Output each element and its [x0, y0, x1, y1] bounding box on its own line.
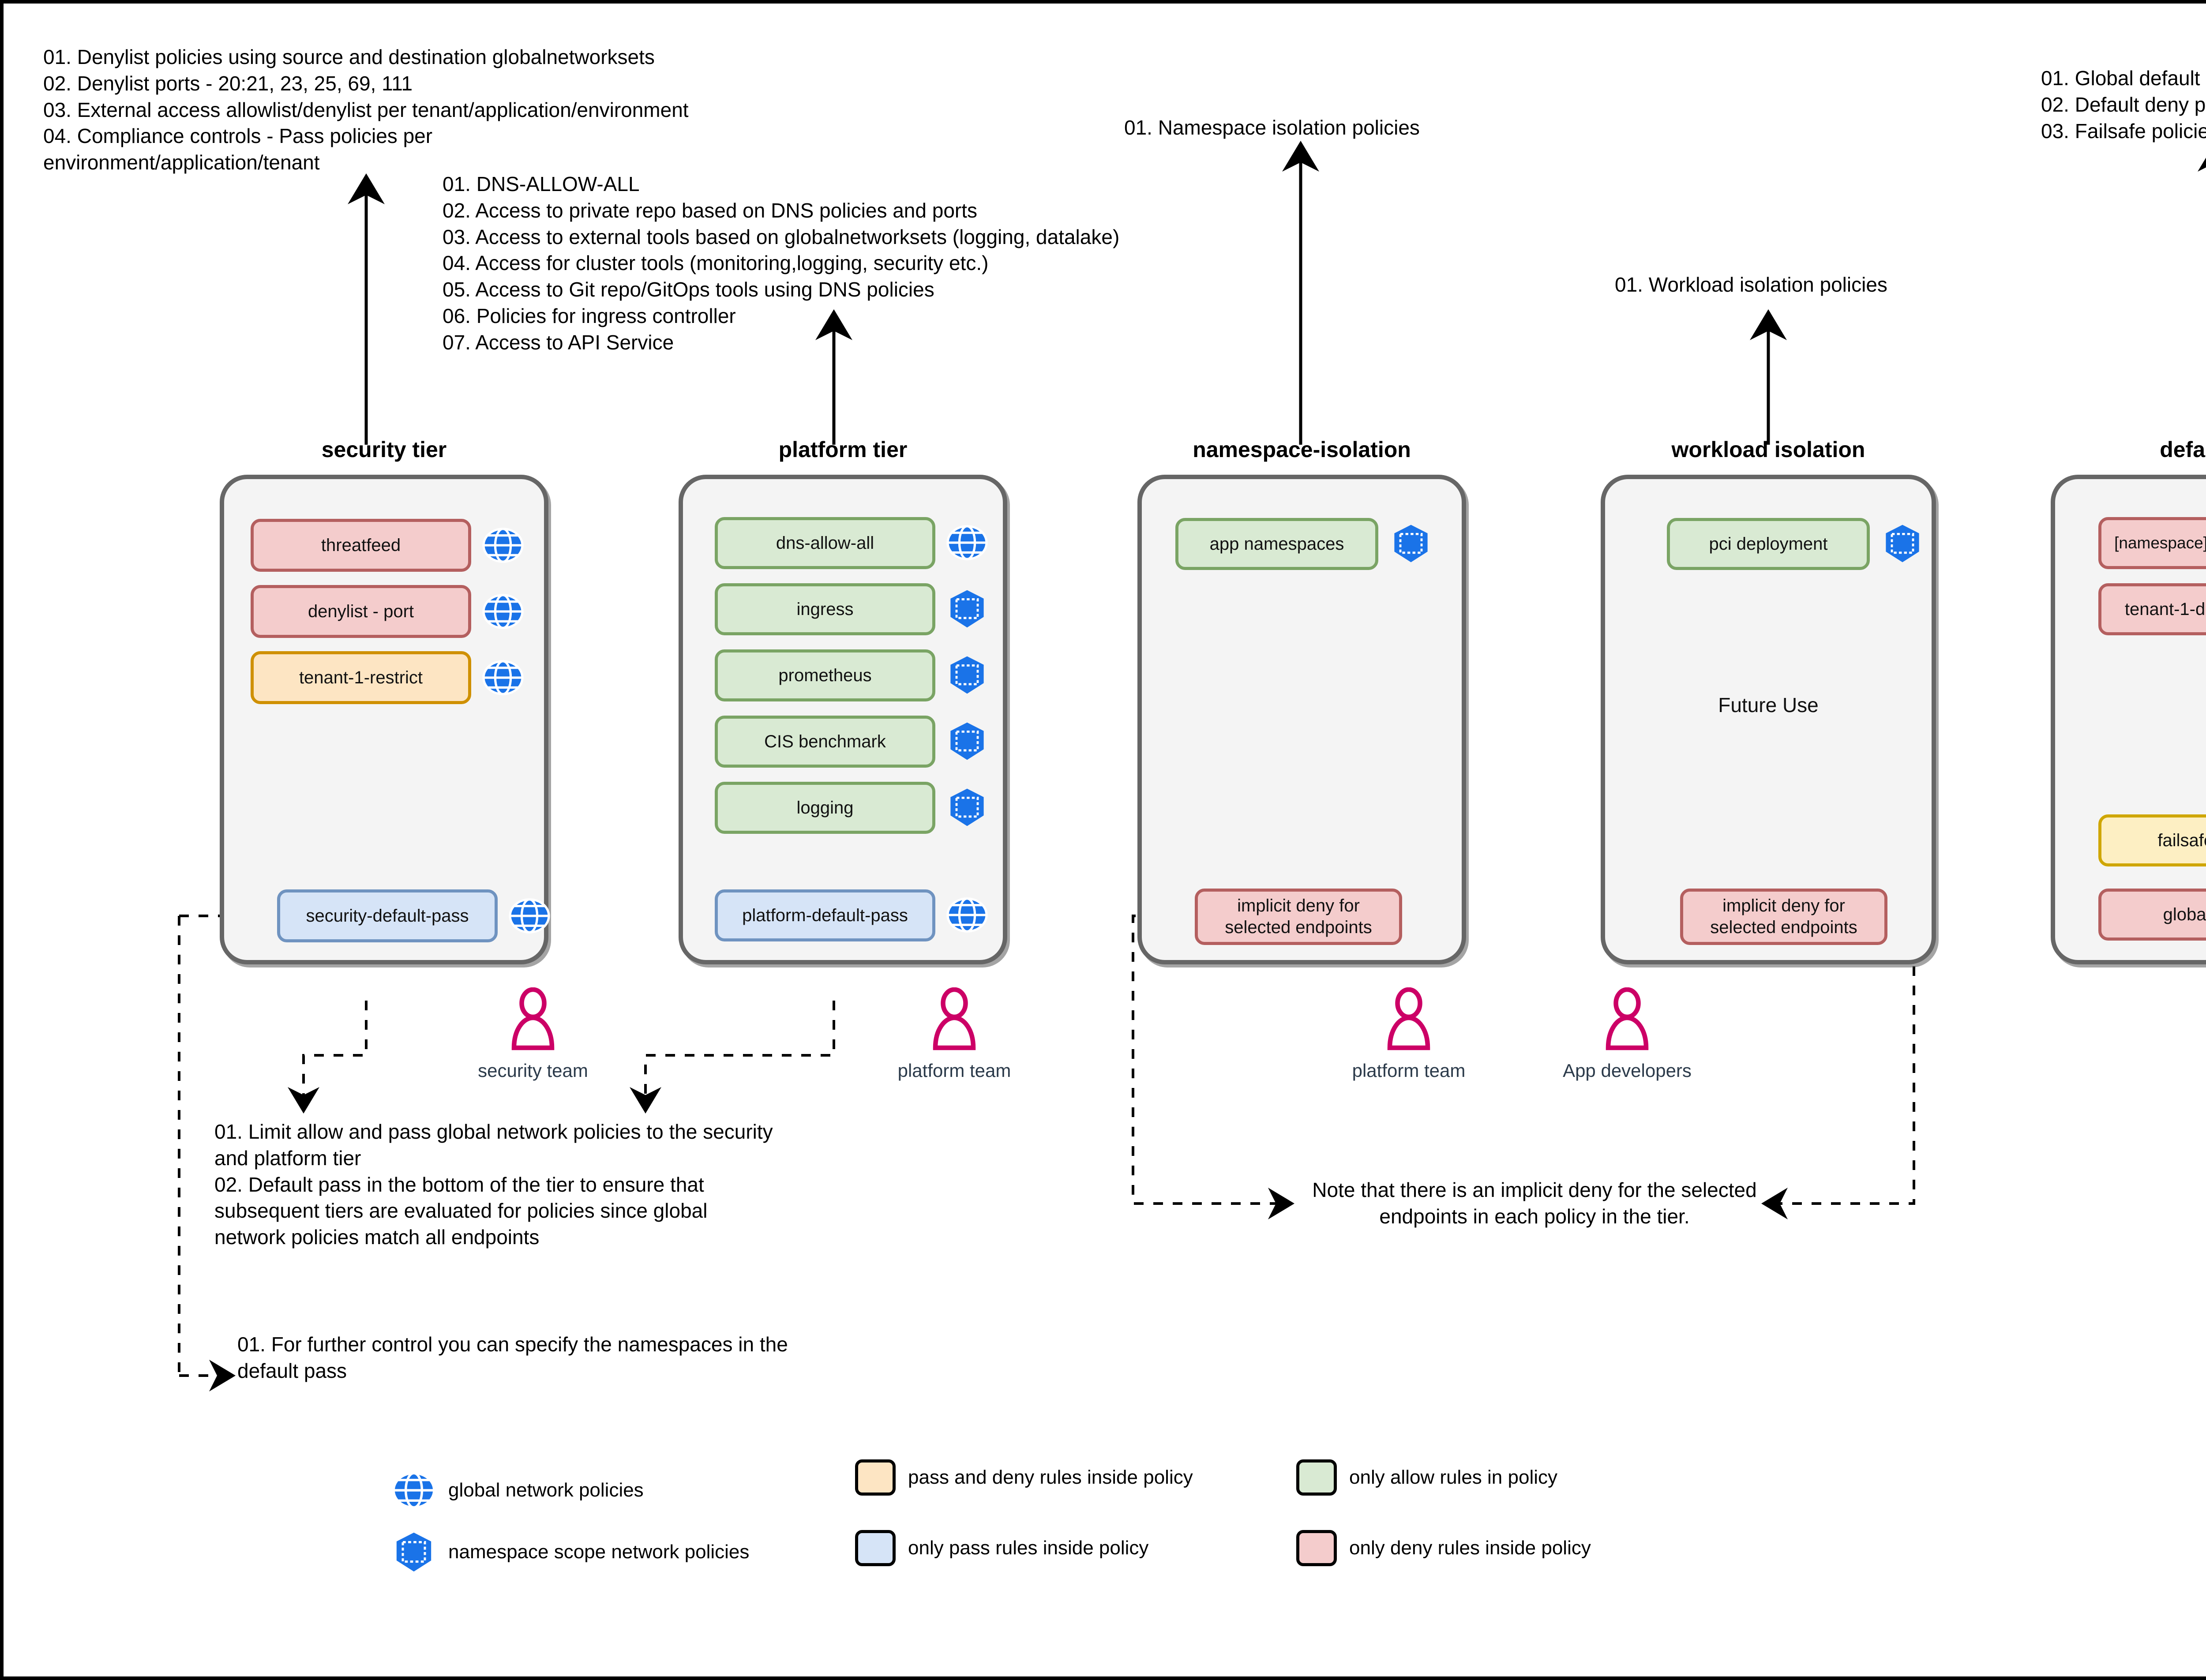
- legend-swatch: [855, 1530, 896, 1566]
- legend-label: pass and deny rules inside policy: [908, 1466, 1193, 1488]
- person-icon: [933, 987, 976, 1050]
- policy-dns-allow-all[interactable]: dns-allow-all: [715, 517, 935, 569]
- person-icon: [1606, 987, 1649, 1050]
- legend-pass-and-deny-rules: pass and deny rules inside policy: [855, 1459, 1193, 1496]
- persona-label: platform team: [897, 1060, 1011, 1081]
- default-tier-notes: 01. Global default deny 02. Default deny…: [2041, 67, 2206, 142]
- policy-ingress[interactable]: ingress: [715, 583, 935, 635]
- legend-label: namespace scope network policies: [448, 1541, 750, 1563]
- policy-implicit-deny[interactable]: implicit deny for selected endpoints: [1195, 889, 1402, 945]
- namespace-network-policy-icon: [950, 590, 984, 628]
- namespace-network-policy-icon: [1394, 525, 1428, 562]
- policy-tenant-1-default-deny[interactable]: tenant-1-default-deny: [2098, 583, 2206, 635]
- legend-namespace-scope-network-policies: namespace scope network policies: [392, 1530, 749, 1574]
- persona-label: App developers: [1563, 1060, 1692, 1081]
- namespace-network-policy-icon: [950, 656, 984, 694]
- namespace-network-policy-icon: [1886, 525, 1919, 562]
- tier-workload-isolation: workload isolation pci deployment Future…: [1601, 437, 1936, 964]
- global-network-policy-icon: [482, 594, 524, 629]
- workload-isolation-notes: 01. Workload isolation policies: [1615, 273, 1887, 296]
- global-network-policy-icon: [392, 1472, 435, 1509]
- legend-label: only deny rules inside policy: [1349, 1537, 1591, 1559]
- policy-tenant-1-restrict[interactable]: tenant-1-restrict: [251, 651, 471, 704]
- global-network-policy-icon: [509, 898, 550, 934]
- tier-title: workload isolation: [1671, 437, 1865, 462]
- policy-app-namespaces[interactable]: app namespaces: [1175, 518, 1378, 570]
- platform-tier-notes: 01. DNS-ALLOW-ALL 02. Access to private …: [443, 172, 1120, 354]
- tier-title: platform tier: [778, 437, 908, 462]
- legend-swatch: [1296, 1530, 1337, 1566]
- legend-label: only pass rules inside policy: [908, 1537, 1149, 1559]
- person-icon: [511, 987, 555, 1050]
- policy-pci-deployment[interactable]: pci deployment: [1667, 518, 1870, 570]
- policy-threatfeed[interactable]: threatfeed: [251, 519, 471, 572]
- policy-global-deny[interactable]: global-deny: [2098, 889, 2206, 941]
- tier-namespace-isolation: namespace-isolation app namespaces impli…: [1137, 437, 1466, 964]
- persona-label: platform team: [1352, 1060, 1466, 1081]
- legend-only-allow-rules: only allow rules in policy: [1296, 1459, 1557, 1496]
- policy-logging[interactable]: logging: [715, 782, 935, 834]
- persona-platform-team-2: platform team: [1340, 987, 1477, 1081]
- future-use-label: Future Use: [1718, 694, 1819, 716]
- namespace-network-policy-icon: [396, 1532, 431, 1572]
- policy-implicit-deny[interactable]: implicit deny for selected endpoints: [1680, 889, 1887, 945]
- global-network-policy-icon: [482, 528, 524, 563]
- implicit-deny-note: Note that there is an implicit deny for …: [1312, 1178, 1757, 1228]
- default-pass-note: 01. For further control you can specify …: [237, 1333, 788, 1382]
- persona-app-developers: App developers: [1559, 987, 1696, 1081]
- security-tier-notes: 01. Denylist policies using source and d…: [43, 45, 689, 174]
- legend-label: only allow rules in policy: [1349, 1466, 1557, 1488]
- persona-security-team: security team: [465, 987, 601, 1081]
- policy-denylist-port[interactable]: denylist - port: [251, 585, 471, 638]
- namespace-network-policy-icon: [950, 788, 984, 826]
- namespace-network-policy-icon: [950, 722, 984, 760]
- policy-cis-benchmark[interactable]: CIS benchmark: [715, 716, 935, 768]
- tier-container: [1601, 475, 1936, 964]
- legend-label: global network policies: [448, 1479, 644, 1501]
- namespace-isolation-notes: 01. Namespace isolation policies: [1124, 116, 1420, 139]
- legend-only-deny-rules: only deny rules inside policy: [1296, 1530, 1591, 1566]
- policy-security-default-pass[interactable]: security-default-pass: [277, 889, 498, 942]
- tier-security-tier: security tier threatfeed denylist - port…: [220, 437, 550, 964]
- policy-prometheus[interactable]: prometheus: [715, 649, 935, 701]
- policy-failsafe-allow[interactable]: failsafe-allow: [2098, 814, 2206, 866]
- person-icon: [1387, 987, 1430, 1050]
- bottom-left-notes: 01. Limit allow and pass global network …: [214, 1120, 773, 1249]
- persona-platform-team: platform team: [886, 987, 1023, 1081]
- global-network-policy-icon: [482, 660, 524, 695]
- global-network-policy-icon: [946, 525, 988, 560]
- persona-label: security team: [478, 1060, 588, 1081]
- tier-title: security tier: [321, 437, 447, 462]
- policy-namespace-default-deny[interactable]: [namespace]-default-deny: [2098, 517, 2206, 569]
- global-network-policy-icon: [946, 897, 988, 933]
- legend-global-network-policies: global network policies: [392, 1468, 644, 1512]
- legend-swatch: [1296, 1459, 1337, 1496]
- policy-platform-default-pass[interactable]: platform-default-pass: [715, 889, 935, 941]
- legend-swatch: [855, 1459, 896, 1496]
- tier-default-tier: default tier [namespace]-default-deny te…: [2051, 437, 2206, 964]
- tier-title: default tier: [2160, 437, 2206, 462]
- tier-title: namespace-isolation: [1193, 437, 1411, 462]
- tier-platform-tier: platform tier dns-allow-all ingress prom…: [679, 437, 1007, 964]
- legend-only-pass-rules: only pass rules inside policy: [855, 1530, 1148, 1566]
